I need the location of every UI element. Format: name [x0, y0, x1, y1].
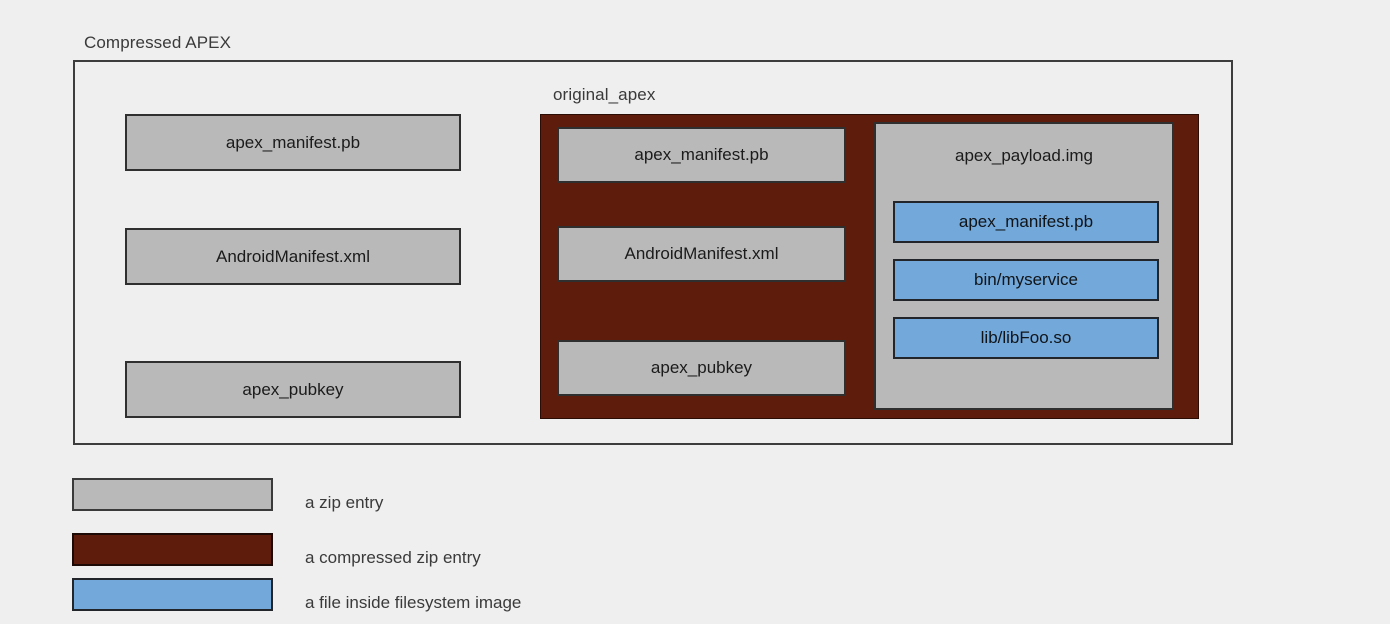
fs-file-label: lib/libFoo.so — [980, 328, 1072, 347]
original-apex-title: original_apex — [553, 85, 656, 104]
legend-label-zip-entry: a zip entry — [305, 493, 384, 512]
apex-payload-img-panel[interactable]: apex_payload.img apex_manifest.pb bin/my… — [874, 122, 1174, 410]
legend-label-filesystem-file: a file inside filesystem image — [305, 593, 522, 612]
zip-entry-label: apex_pubkey — [242, 379, 344, 399]
inner-zip-entry-apex-manifest[interactable]: apex_manifest.pb — [557, 127, 846, 183]
compressed-apex-title: Compressed APEX — [84, 33, 232, 52]
zip-entry-label: apex_manifest.pb — [634, 145, 769, 164]
zip-entry-android-manifest[interactable]: AndroidManifest.xml — [125, 228, 461, 285]
fs-file-bin-myservice[interactable]: bin/myservice — [893, 259, 1159, 301]
fs-file-lib-libfoo-so[interactable]: lib/libFoo.so — [893, 317, 1159, 359]
zip-entry-label: apex_manifest.pb — [225, 132, 361, 152]
fs-file-label: apex_manifest.pb — [958, 212, 1094, 231]
zip-entry-label: AndroidManifest.xml — [624, 244, 779, 263]
legend-label-compressed-zip-entry: a compressed zip entry — [305, 548, 481, 567]
inner-zip-entry-apex-pubkey[interactable]: apex_pubkey — [557, 340, 846, 396]
legend-swatch-compressed-zip-entry — [72, 533, 273, 566]
fs-file-apex-manifest[interactable]: apex_manifest.pb — [893, 201, 1159, 243]
legend-swatch-zip-entry — [72, 478, 273, 511]
legend-swatch-filesystem-file — [72, 578, 273, 611]
zip-entry-apex-pubkey[interactable]: apex_pubkey — [125, 361, 461, 418]
zip-entry-label: AndroidManifest.xml — [215, 246, 370, 266]
zip-entry-label: apex_pubkey — [650, 358, 753, 377]
zip-entry-apex-manifest[interactable]: apex_manifest.pb — [125, 114, 461, 171]
apex-payload-img-label: apex_payload.img — [955, 146, 1093, 165]
fs-file-label: bin/myservice — [974, 270, 1078, 289]
inner-zip-entry-android-manifest[interactable]: AndroidManifest.xml — [557, 226, 846, 282]
